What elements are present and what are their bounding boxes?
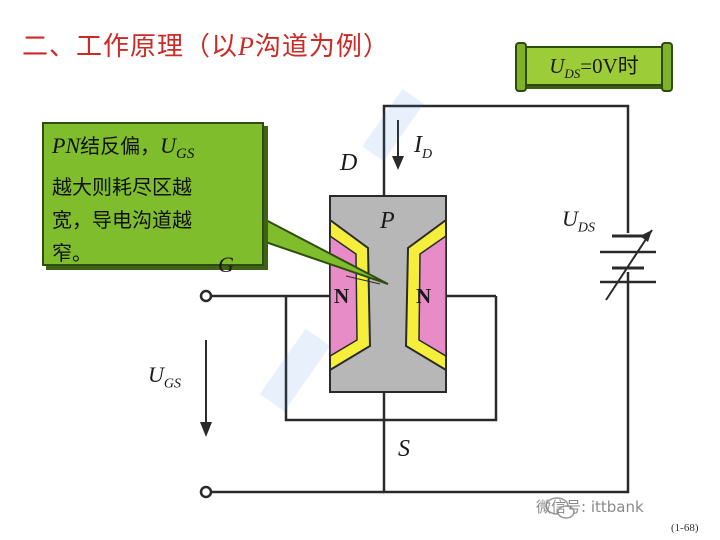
id-arrow	[392, 120, 404, 170]
condition-scroll-banner: UDS=0V时	[515, 42, 673, 92]
callout-line-4: 窄。	[52, 241, 92, 265]
uds-label-sub: DS	[577, 220, 596, 236]
title-italic-letter: P	[238, 32, 255, 61]
ugs-arrow	[200, 340, 212, 437]
id-label: ID	[414, 132, 432, 163]
source-label: S	[398, 436, 410, 462]
callout-ugs-u: U	[160, 133, 177, 158]
gate-loop-wire	[284, 296, 498, 422]
drain-label: D	[340, 150, 358, 176]
ugs-label: UGS	[148, 362, 181, 392]
gate-label: G	[218, 252, 234, 277]
n-right-label: N	[416, 284, 432, 308]
id-label-sub: D	[422, 146, 433, 162]
background-watermark	[259, 88, 424, 412]
uds-label: UDS	[562, 206, 595, 236]
condition-u: U	[549, 53, 565, 78]
ugs-label-u: U	[148, 362, 164, 387]
title-suffix: 沟道为例）	[254, 32, 390, 62]
p-label: P	[380, 208, 395, 234]
wechat-watermark: 微信号: ittbank	[536, 498, 644, 516]
circuit-wires	[210, 104, 630, 494]
drain-wire	[382, 104, 630, 233]
page-number: (1-68)	[671, 522, 699, 534]
condition-sub: DS	[564, 66, 581, 82]
callout-line-1: PN结反偏，UGS	[52, 129, 254, 171]
n-left-label: N	[334, 284, 350, 308]
wechat-icon	[545, 497, 575, 519]
uds-battery	[600, 229, 656, 301]
explanation-callout: PN结反偏，UGS 越大则耗尽区越 宽，导电沟道越 窄。	[42, 122, 264, 266]
source-wire	[382, 272, 630, 494]
callout-line-2: 越大则耗尽区越	[52, 175, 192, 199]
callout-line1-text: 结反偏，	[80, 134, 161, 158]
condition-rest: =0V时	[580, 53, 639, 78]
gate-terminal	[199, 289, 213, 303]
right-n-region	[418, 234, 447, 358]
title-prefix: 二、工作原理（以	[22, 32, 239, 62]
ugs-label-sub: GS	[163, 376, 182, 392]
id-label-i: I	[414, 132, 422, 158]
callout-pointer-tip	[345, 275, 381, 285]
uds-label-u: U	[562, 206, 578, 231]
source-terminal	[199, 485, 213, 499]
page-title: 二、工作原理（以P沟道为例）	[22, 26, 390, 63]
callout-ugs-sub: GS	[176, 146, 195, 162]
condition-text: UDS=0V时	[549, 50, 639, 82]
callout-line-3: 宽，导电沟道越	[52, 208, 192, 232]
callout-pn: PN	[52, 133, 81, 158]
